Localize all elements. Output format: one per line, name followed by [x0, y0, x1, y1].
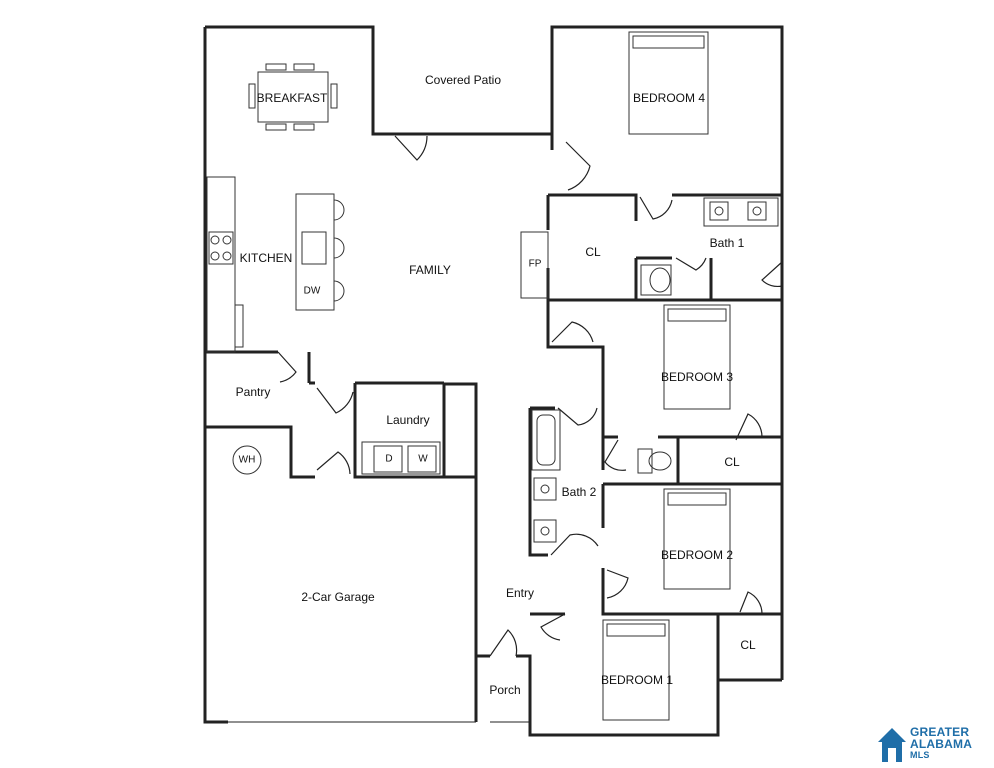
pantry-label: Pantry: [235, 385, 271, 399]
breakfast-table: [248, 63, 338, 131]
house-icon: [878, 728, 906, 762]
interior-walls: [205, 134, 782, 682]
bath-fixtures: [531, 197, 779, 543]
water-heater: [232, 445, 262, 475]
bedroom1-label: BEDROOM 1: [600, 673, 674, 687]
garage-label: 2-Car Garage: [301, 590, 375, 604]
bath2-label: Bath 2: [561, 485, 597, 499]
logo-line3: MLS: [910, 750, 930, 760]
logo-line2: ALABAMA: [910, 737, 973, 751]
covered-patio-label: Covered Patio: [424, 73, 502, 87]
water-heater-label: WH: [238, 454, 256, 466]
closet-mid-label: CL: [724, 455, 740, 469]
bedroom2-label: BEDROOM 2: [660, 548, 734, 562]
logo-text: GREATER ALABAMA MLS: [910, 726, 972, 760]
washer-label: W: [418, 453, 428, 465]
fireplace-label: FP: [528, 258, 542, 270]
fireplace: [520, 231, 549, 299]
kitchen-label: KITCHEN: [239, 251, 293, 265]
doors: [277, 135, 783, 657]
family-label: FAMILY: [409, 263, 451, 277]
closet-lower-label: CL: [740, 638, 756, 652]
kitchen-counters: [206, 176, 345, 353]
laundry-label: Laundry: [386, 413, 430, 427]
closet-upper-label: CL: [585, 245, 601, 259]
beds: [602, 31, 731, 721]
laundry-appliances: [361, 441, 441, 475]
porch-label: Porch: [489, 683, 521, 697]
logo-line1: GREATER: [910, 725, 970, 739]
bedroom3-label: BEDROOM 3: [660, 370, 734, 384]
bath1-label: Bath 1: [709, 236, 745, 250]
dryer-label: D: [385, 453, 393, 465]
greater-alabama-mls-logo: GREATER ALABAMA MLS: [876, 722, 992, 766]
breakfast-label: BREAKFAST: [256, 91, 328, 105]
bedroom4-label: BEDROOM 4: [632, 91, 706, 105]
dishwasher-label: DW: [303, 285, 321, 297]
entry-label: Entry: [505, 586, 535, 600]
